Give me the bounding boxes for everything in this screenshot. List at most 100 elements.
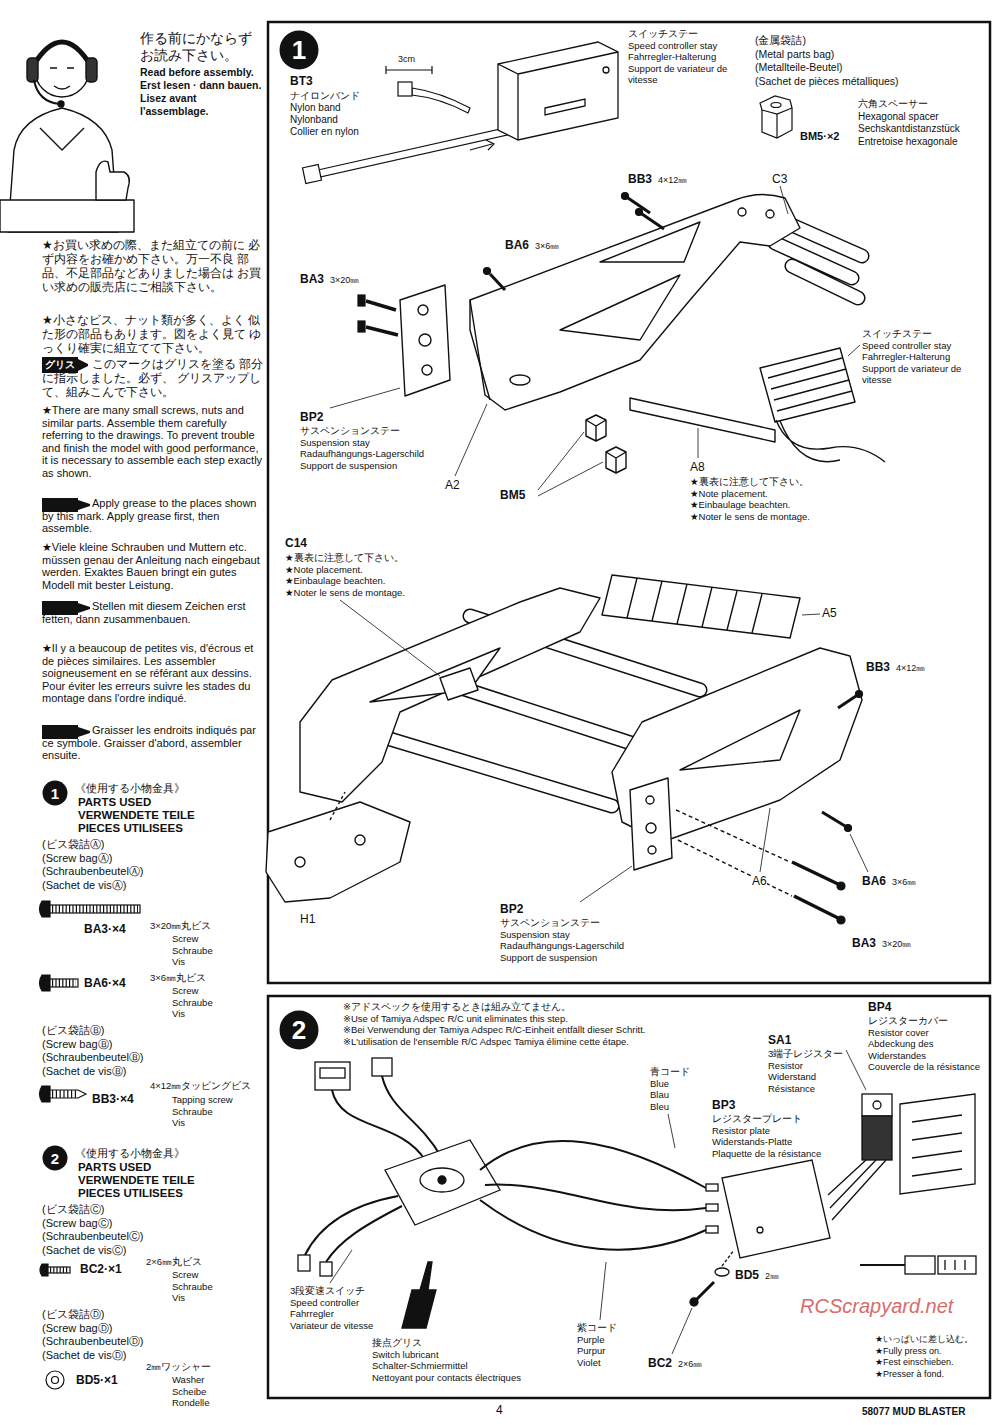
resistor-assembly (722, 1160, 830, 1258)
instructor-figure (27, 58, 38, 82)
screw-icon (40, 975, 51, 991)
label-group: ※アドスペックを使用するときは組み立てません。※Use of Tamiya Ad… (343, 1001, 645, 1047)
label-text: ★Noter le sens de montage. (285, 587, 405, 599)
screw-icon (46, 1371, 64, 1389)
leader-line (672, 1308, 692, 1354)
label-group: RCScrapyard.net (800, 1294, 953, 1318)
label-group: BA6 (505, 238, 529, 252)
label-group: 4×12㎜ (658, 175, 687, 186)
screw-icon (52, 979, 76, 987)
label-group: レジスタープレートResistor plateWiderstands-Platt… (712, 1113, 821, 1159)
part-code: BP2 (300, 410, 323, 424)
label-text: 3cm (398, 54, 415, 65)
screw-icon (52, 1090, 78, 1098)
part-code: VERWENDETE TEILE (78, 809, 195, 822)
label-group: BT3 (290, 74, 313, 88)
part-code: 58077 MUD BLASTER (862, 1405, 965, 1418)
label-group: Stellen mit diesem Zeichen erst fetten, … (42, 600, 264, 625)
speed-controller (320, 1262, 332, 1276)
screw-icon (52, 905, 138, 913)
leader-line (330, 388, 400, 408)
leader-line (848, 345, 860, 356)
label-group: ★There are many small screws, nuts and s… (42, 404, 264, 479)
label-text: Resistor cover (868, 1027, 929, 1039)
label-text: Stellen mit diesem Zeichen erst fetten, … (42, 600, 264, 625)
part-code: Erst lesen · dann bauen. (140, 79, 261, 92)
label-text: Nylonband (290, 114, 338, 126)
chassis-frame (606, 447, 626, 473)
speed-controller (315, 1062, 350, 1090)
label-text: Suspension stay (500, 929, 570, 941)
screw (837, 882, 845, 890)
label-text: (Screw bagⒸ) (42, 1217, 112, 1231)
label-text: 2㎜ (765, 1271, 779, 1282)
chassis-frame (370, 648, 500, 702)
resistor-assembly (706, 1226, 718, 1233)
speed-controller (332, 1076, 440, 1160)
label-group: A5 (822, 606, 837, 620)
label-group: BB3·×4 (92, 1092, 134, 1106)
part-code: BP4 (868, 1000, 891, 1014)
step-number: 1 (42, 780, 68, 806)
label-group: 3×6㎜ (535, 241, 559, 252)
label-text: 接点グリス (372, 1337, 422, 1349)
chassis-frame (400, 285, 450, 396)
resistor-assembly (912, 1115, 962, 1176)
part-code: BA3·×4 (84, 922, 126, 936)
label-text: Fahrregler-Halterung (862, 351, 950, 363)
label-group: A8 (690, 460, 705, 474)
label-text: Purple (577, 1334, 604, 1346)
label-text: A6 (752, 874, 767, 888)
label-text: Schalter-Schmiermittel (372, 1360, 468, 1372)
leader-line (538, 432, 603, 496)
resistor-assembly (905, 1256, 935, 1274)
resistor-assembly (757, 1227, 763, 1233)
part-code: BD5·×1 (76, 1373, 118, 1387)
label-group: C14 (285, 536, 307, 550)
label-group: 58077 MUD BLASTER (862, 1405, 965, 1418)
leader-line (340, 600, 440, 676)
label-text: Support de variateur de vitesse (628, 63, 746, 86)
part-code: BC2 (648, 1356, 672, 1370)
label-text: 六角スペーサー (858, 98, 928, 111)
label-group: BP4 (868, 1000, 891, 1014)
chassis-frame (400, 194, 885, 473)
screw-icon (52, 1377, 59, 1384)
label-group: BA3 (852, 936, 876, 950)
label-text: 3×20㎜丸ビス (150, 920, 211, 932)
instructor-figure (34, 80, 60, 104)
label-text: ★There are many small screws, nuts and s… (42, 404, 264, 479)
label-text: Entretoise hexagonale (858, 136, 958, 149)
label-text: C3 (772, 172, 787, 186)
label-group: BD5·×1 (76, 1373, 118, 1387)
label-text: (Sachet de visⒷ) (42, 1065, 126, 1079)
screw (358, 321, 365, 332)
label-text: Fahrregler-Halterung (628, 51, 716, 63)
resistor-assembly (828, 1160, 886, 1220)
speed-controller-stay (498, 42, 618, 140)
label-text: (Metal parts bag) (755, 48, 834, 62)
label-group: ★裏表に注意して下さい。★Note placement.★Einbaulage … (690, 476, 810, 522)
screw-icon (50, 979, 78, 987)
label-text: ★Fest einschieben. (875, 1357, 954, 1369)
label-text: (ビス袋詰Ⓐ) (42, 838, 104, 852)
label-group: ★裏表に注意して下さい。★Note placement.★Einbaulage … (285, 552, 405, 598)
label-text: ★Einbaulage beachten. (690, 499, 790, 511)
label-group: 3×20㎜ (882, 939, 911, 950)
label-text: 青コード (650, 1066, 690, 1078)
leader-line (330, 1250, 352, 1283)
resistor-assembly (862, 1116, 892, 1160)
part-code: PARTS USED (78, 796, 151, 809)
label-text: (金属袋詰) (755, 34, 806, 48)
label-group: BA6 (862, 874, 886, 888)
nylon-band (398, 82, 412, 96)
leader-line (698, 428, 699, 458)
instructor-figure (0, 42, 134, 232)
part-code: PARTS USED (78, 1161, 151, 1174)
label-text: Radaufhängungs-Lagerschild (300, 448, 424, 460)
label-text: Vis (172, 1292, 185, 1304)
leader-line (330, 186, 868, 1354)
label-group: 《使用する小物金具》 (75, 781, 185, 795)
instructor-figure (50, 68, 74, 89)
speed-controller-stay (603, 67, 609, 73)
